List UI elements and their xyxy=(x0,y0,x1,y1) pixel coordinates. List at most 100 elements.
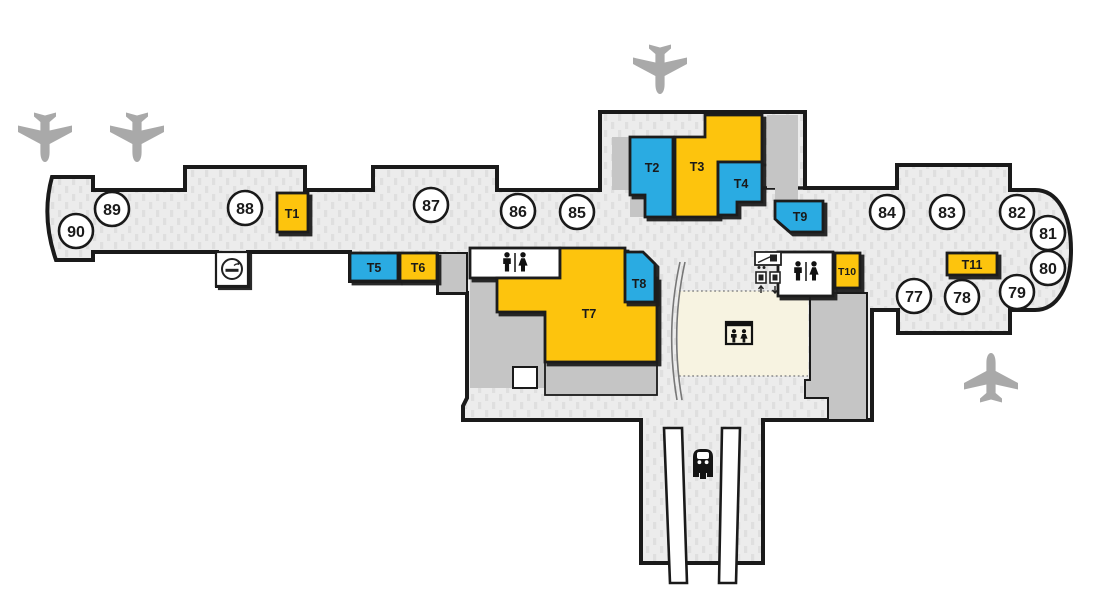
location-T4: T4 xyxy=(716,160,764,217)
location-T6: T6 xyxy=(398,251,439,283)
location-box xyxy=(275,191,310,234)
arrow-down-icon xyxy=(771,286,779,295)
gate-circle xyxy=(868,193,906,231)
smoking-area-icon xyxy=(214,250,250,288)
gate-circle xyxy=(998,193,1036,231)
escalator-icon xyxy=(754,251,782,295)
gate-78: 78 xyxy=(943,278,981,316)
gate-81: 81 xyxy=(1029,214,1067,252)
train-icon xyxy=(693,449,713,479)
location-T3: T3 xyxy=(673,113,764,219)
gate-number: 90 xyxy=(67,224,85,241)
location-T10: T10 xyxy=(833,251,862,290)
moving-walkways xyxy=(662,426,742,585)
smoking-glyph xyxy=(221,258,243,280)
structure-block xyxy=(470,278,497,312)
gate-circle xyxy=(1029,249,1067,287)
gate-circle xyxy=(57,212,95,250)
arrow-up-icon xyxy=(757,284,765,293)
gate-87: 87 xyxy=(412,186,450,224)
location-T1: T1 xyxy=(275,191,310,234)
curved-wall xyxy=(670,261,681,401)
gate-89: 89 xyxy=(93,190,131,228)
gate-90: 90 xyxy=(57,212,95,250)
airplane-icon xyxy=(633,44,687,94)
gate-number: 84 xyxy=(878,205,896,222)
gate-number: 77 xyxy=(905,289,923,306)
shuttle-lobby-floor xyxy=(678,291,808,376)
structure-block xyxy=(767,115,798,203)
structure-kiosk xyxy=(512,366,538,389)
location-box xyxy=(348,251,400,283)
location-T2: T2 xyxy=(628,135,675,219)
escalator-rail xyxy=(757,255,773,264)
location-label: T4 xyxy=(734,177,749,191)
location-label: T8 xyxy=(632,277,647,291)
location-label: T9 xyxy=(793,210,808,224)
moving-walkway xyxy=(662,426,689,585)
curved-wall xyxy=(675,261,686,401)
gate-number: 89 xyxy=(103,202,121,219)
location-label: T1 xyxy=(285,207,300,221)
structure-block xyxy=(544,361,658,396)
gate-86: 86 xyxy=(499,192,537,230)
gate-circle xyxy=(998,273,1036,311)
gate-number: 82 xyxy=(1008,205,1026,222)
escalator-dot xyxy=(757,266,761,269)
gate-number: 81 xyxy=(1039,226,1057,243)
gate-circle xyxy=(558,193,596,231)
gate-number: 88 xyxy=(236,201,254,218)
restroom-icon xyxy=(468,246,562,280)
location-box xyxy=(716,160,764,217)
location-box xyxy=(773,199,825,234)
gate-79: 79 xyxy=(998,273,1036,311)
location-label: T11 xyxy=(962,258,983,272)
location-label: T7 xyxy=(582,307,597,321)
gate-circle xyxy=(895,277,933,315)
location-box xyxy=(833,251,862,290)
gate-number: 86 xyxy=(509,204,527,221)
structure-block xyxy=(630,195,645,217)
location-T8: T8 xyxy=(623,250,657,304)
gate-circle xyxy=(943,278,981,316)
gate-number: 78 xyxy=(953,290,971,307)
gate-number: 87 xyxy=(422,198,440,215)
structure-block xyxy=(612,137,630,190)
location-box xyxy=(673,113,764,219)
gate-80: 80 xyxy=(1029,249,1067,287)
structure-block xyxy=(804,292,868,421)
location-box xyxy=(623,250,657,304)
gate-number: 85 xyxy=(568,205,586,222)
gate-84: 84 xyxy=(868,193,906,231)
location-T5: T5 xyxy=(348,251,400,283)
gate-number: 83 xyxy=(938,205,956,222)
gate-circle xyxy=(93,190,131,228)
location-label: T2 xyxy=(645,161,660,175)
location-label: T10 xyxy=(838,266,856,278)
location-box xyxy=(398,251,439,283)
location-box xyxy=(945,251,999,277)
train-glyph xyxy=(693,449,713,479)
escalator-up-glyph xyxy=(758,274,764,281)
airplane-icon xyxy=(110,112,164,162)
escalator-step xyxy=(770,254,777,262)
location-T11: T11 xyxy=(945,251,999,277)
location-label: T3 xyxy=(690,160,705,174)
shuttle-lobby xyxy=(670,261,808,401)
location-box xyxy=(628,135,675,219)
structure-block xyxy=(437,252,468,294)
gate-circle xyxy=(928,193,966,231)
gate-82: 82 xyxy=(998,193,1036,231)
gate-number: 80 xyxy=(1039,261,1057,278)
restroom-icon xyxy=(776,250,835,298)
airplane-icon xyxy=(18,112,72,162)
gate-circle xyxy=(226,189,264,227)
gate-77: 77 xyxy=(895,277,933,315)
escalator-down-glyph xyxy=(772,274,778,281)
gate-88: 88 xyxy=(226,189,264,227)
location-label: T6 xyxy=(411,261,426,275)
location-label: T5 xyxy=(367,261,382,275)
gate-85: 85 xyxy=(558,193,596,231)
